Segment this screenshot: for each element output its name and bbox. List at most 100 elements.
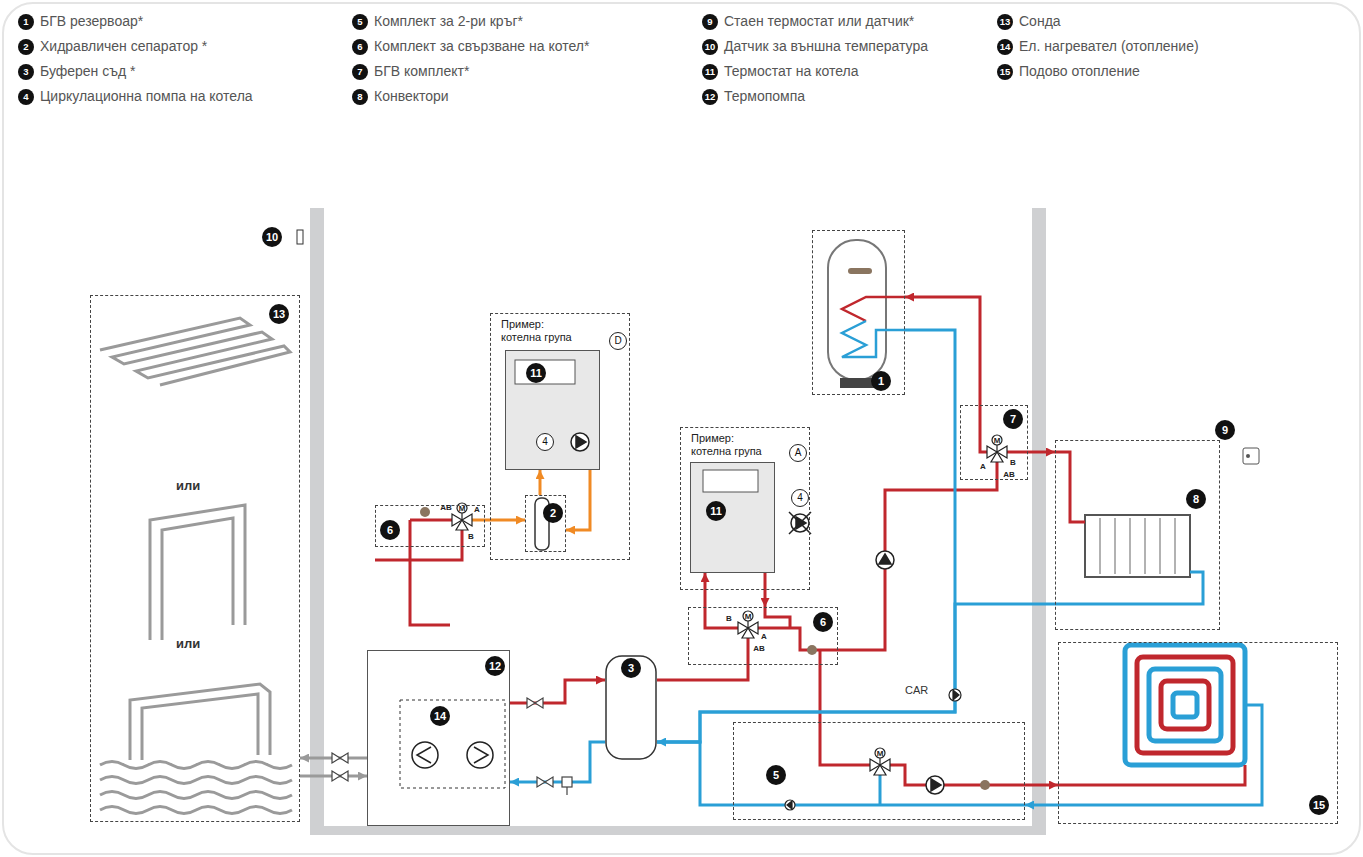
legend-text: Комплект за 2-ри кръг* [374, 13, 523, 30]
boiler-body [703, 470, 758, 492]
radiator [1085, 515, 1190, 577]
callout-number: 3 [621, 658, 641, 678]
callout-number: 1 [18, 14, 34, 30]
callout-number: 13 [997, 14, 1013, 30]
connection-kit-box: 6 [375, 505, 485, 547]
room-thermostat [1246, 454, 1250, 458]
kit-pipe [820, 722, 1025, 785]
component-label: CAR [905, 684, 928, 697]
legend-text: Хидравличен сепаратор * [40, 38, 207, 55]
three-way-valve [992, 435, 1002, 445]
check-valve [949, 689, 961, 701]
callout-number: 2 [18, 39, 34, 55]
pipe-connector [510, 742, 605, 782]
callout-number: 9 [702, 14, 718, 30]
pump-symbol [876, 551, 894, 569]
filter [562, 777, 572, 795]
dhw-tank [828, 240, 886, 388]
port-letter: M [459, 504, 466, 513]
pipe-connector [485, 519, 525, 522]
group-caption: Пример: котелна група [501, 318, 583, 344]
group-letter: 4 [791, 489, 809, 507]
probe-group-box: 13илиили [90, 295, 300, 822]
frame [3, 3, 1360, 854]
ground-probe [130, 684, 270, 760]
alternative-word: или [176, 478, 200, 493]
group-letter: D [609, 332, 627, 350]
pump-symbol [576, 436, 586, 448]
port-letter: B [726, 614, 732, 623]
legend-text: БГВ комплект* [374, 63, 469, 80]
port-letter: M [877, 749, 884, 758]
callout-number: 14 [997, 39, 1013, 55]
callout-number: 3 [18, 64, 34, 80]
boiler-unit: 11 [690, 462, 775, 573]
callout-number: 10 [262, 227, 282, 247]
sensor-dot [420, 507, 430, 517]
radiator-pipe [1055, 452, 1203, 604]
kit-pipe [472, 519, 485, 522]
callout-number: 11 [706, 501, 726, 521]
filter [566, 787, 567, 795]
pipe-connector [764, 573, 767, 607]
ground-probe [162, 518, 233, 640]
compressor [474, 747, 488, 763]
pipe-connector [539, 470, 542, 495]
port-letter: A [761, 632, 767, 641]
callout-number: 9 [1215, 420, 1235, 440]
floor-loop [1125, 645, 1245, 765]
sensor-dot [980, 780, 990, 790]
ground-probe [100, 318, 290, 385]
radiator [1085, 515, 1190, 577]
legend-text: Конвектори [374, 88, 449, 105]
shutoff-valve [527, 698, 543, 708]
wall [1032, 208, 1046, 835]
three-way-valve [743, 611, 753, 621]
radiator-pipe [1055, 572, 1203, 604]
port-letter: B [468, 532, 474, 541]
pump-symbol [571, 433, 589, 451]
pipe-connector [657, 330, 955, 742]
pipe-connector [566, 470, 590, 530]
floor-pipe [1058, 705, 1262, 805]
group-letter: A [789, 444, 807, 462]
boiler-unit: 114 [505, 350, 600, 470]
three-way-valve [742, 628, 754, 638]
callout-number: 1 [871, 371, 891, 391]
heater-box [400, 700, 505, 788]
room-thermostat [1243, 448, 1259, 464]
port-letter: AB [753, 644, 765, 653]
sensor-dot [420, 507, 990, 790]
boiler-body [505, 350, 775, 573]
three-way-valve [747, 621, 748, 628]
boiler-group-box: Пример: котелна групаA11 [680, 427, 810, 590]
port-letter: A [980, 462, 986, 471]
pipe-connector [510, 680, 605, 703]
pipe-connector [905, 297, 980, 405]
callout-number: 8 [352, 89, 368, 105]
floor-loop [1173, 693, 1197, 717]
compressor [467, 742, 493, 768]
pipe-connector [1028, 451, 1055, 454]
callout-number: 15 [1309, 795, 1329, 815]
radiator [1100, 518, 1175, 574]
legend-text: Ел. нагревател (отопление) [1019, 38, 1199, 55]
tank-coil [842, 321, 905, 357]
three-way-valve [461, 513, 462, 520]
ground-probe [100, 777, 292, 784]
three-way-valve [991, 452, 1003, 462]
callout-number: 10 [702, 39, 718, 55]
callout-number: 11 [702, 64, 718, 80]
legend-text: Термостат на котела [724, 63, 858, 80]
pipe-connector [838, 480, 997, 650]
pump-symbol [926, 776, 944, 794]
pipe-connector [657, 742, 733, 805]
callout-number: 4 [18, 89, 34, 105]
three-way-valve [456, 520, 468, 530]
floor-heating-box: 15 [1058, 642, 1338, 824]
three-way-valve [879, 758, 880, 765]
three-way-valve [996, 445, 997, 452]
check-valve [953, 690, 959, 700]
shutoff-valve [332, 753, 348, 763]
